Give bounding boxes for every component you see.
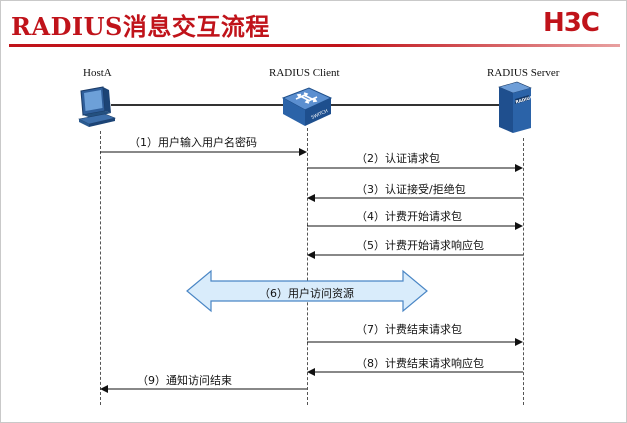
server-icon: RADIUS [498,81,534,133]
link-client-server [331,104,501,106]
lifeline-radius-server [523,138,524,405]
h3c-logo: H3C [543,8,600,38]
message-label-4: （4）计费开始请求包 [356,210,462,223]
actor-label-hosta: HostA [83,67,112,79]
computer-icon [78,86,117,127]
lifeline-radius-client [307,128,308,405]
actor-label-radius-client: RADIUS Client [269,67,340,79]
message-label-2: （2）认证请求包 [356,152,440,165]
link-host-client [111,104,283,106]
message-arrow-6 [186,269,428,313]
title-divider [9,44,620,47]
message-label-9: （9）通知访问结束 [137,374,232,387]
message-label-7: （7）计费结束请求包 [356,323,462,336]
server-icon-text: RADIUS [515,95,534,105]
actor-label-radius-server: RADIUS Server [487,67,560,79]
message-label-1: （1）用户输入用户名密码 [129,136,257,149]
message-label-3: （3）认证接受/拒绝包 [356,183,466,196]
message-label-8: （8）计费结束请求响应包 [356,357,484,370]
switch-icon: SWITCH [281,87,333,126]
lifeline-hosta [100,131,101,405]
message-label-5: （5）计费开始请求响应包 [356,239,484,252]
message-label-6: （6）用户访问资源 [259,287,354,300]
slide-title: RADIUS消息交互流程 [11,12,270,41]
